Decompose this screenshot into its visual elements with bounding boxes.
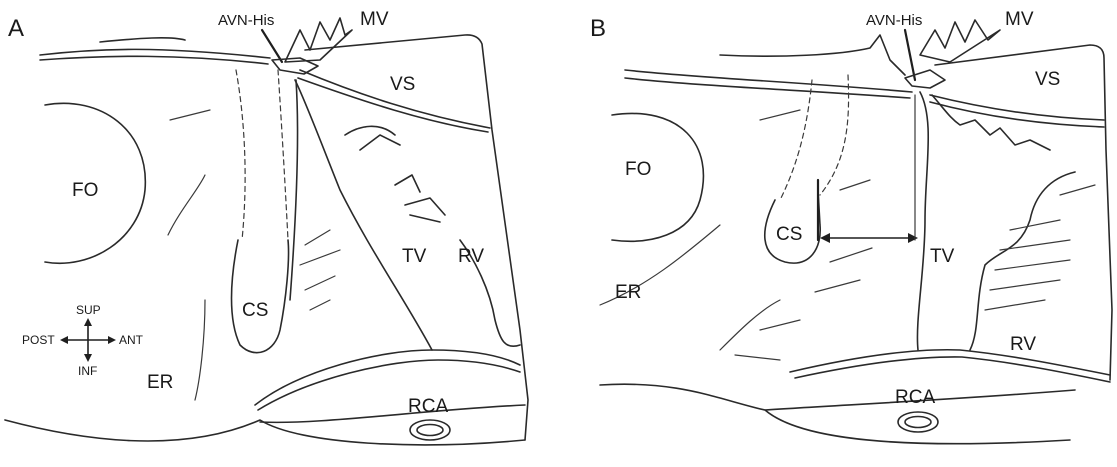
compass-label-ant: ANT: [119, 333, 144, 347]
panel-b-letter: B: [590, 15, 606, 42]
panel-a-top-wall-inner: [40, 56, 268, 64]
panel-a-rca-upper: [255, 350, 520, 405]
panel-a-label-er: ER: [147, 372, 173, 393]
panel-b-stroke-2: [840, 180, 870, 190]
panel-b-stroke-4: [815, 280, 860, 292]
panel-b-tv-fold: [932, 95, 1050, 150]
panel-b-bottom-edge: [600, 384, 1070, 444]
panel-b-stroke-5: [760, 320, 800, 330]
panel-b-avn-node: [905, 70, 945, 88]
compass-label-post: POST: [22, 333, 55, 347]
panel-a-label-rca: RCA: [408, 396, 448, 417]
compass-label-sup: SUP: [76, 303, 101, 317]
panel-a-tv-fold-5: [410, 215, 440, 222]
panel-b-rca-vessel-outer: [898, 412, 938, 432]
panel-b-stroke-6: [735, 355, 780, 360]
panel-b-label-vs: VS: [1035, 69, 1060, 90]
panel-b-stroke-3: [830, 248, 872, 262]
panel-a-stroke-3: [305, 230, 330, 245]
panel-b-label-cs: CS: [776, 224, 802, 245]
panel-a-label-mv: MV: [360, 9, 389, 30]
panel-b-avn-pointer: [905, 30, 915, 80]
panel-b: B: [590, 9, 1112, 444]
compass-left-arrowhead: [60, 336, 68, 344]
compass-up-arrowhead: [84, 318, 92, 326]
panel-a-stroke-4: [300, 250, 340, 265]
panel-a-letter: A: [8, 15, 24, 42]
panel-a-label-vs: VS: [390, 74, 415, 95]
panel-b-rca-upper: [790, 350, 1110, 375]
panel-b-arrowhead-right: [908, 233, 918, 243]
panel-b-rca-vessel-inner: [905, 417, 931, 428]
panel-a-tv-fold-1: [345, 126, 395, 135]
panel-a: A: [5, 9, 528, 445]
panel-b-rv-stroke-2: [1000, 240, 1070, 250]
compass-label-inf: INF: [78, 364, 97, 378]
panel-a-tv-fold-3: [395, 175, 420, 192]
panel-b-rv-stroke-6: [1060, 185, 1095, 195]
panel-b-stroke-1: [760, 110, 800, 120]
panel-b-label-mv: MV: [1005, 9, 1034, 30]
panel-b-tv-line: [917, 92, 928, 350]
panel-a-rca-upper-2: [258, 360, 520, 410]
panel-a-cs-outline: [232, 240, 289, 353]
panel-a-dashed-1: [236, 70, 245, 240]
panel-b-arrowhead-left: [820, 233, 830, 243]
panel-a-stroke-2: [168, 175, 205, 235]
panel-a-label-cs: CS: [242, 300, 268, 321]
panel-b-label-rv: RV: [1010, 334, 1036, 355]
panel-a-stroke-5: [305, 276, 335, 290]
compass-down-arrowhead: [84, 354, 92, 362]
panel-b-label-er: ER: [615, 282, 641, 303]
panel-a-label-tv: TV: [402, 246, 427, 267]
panel-b-vs-lower-2: [930, 102, 1104, 127]
panel-b-mv-leaflets: [920, 20, 1000, 62]
compass-right-arrowhead: [108, 336, 116, 344]
panel-a-dashed-2: [278, 70, 288, 240]
panel-a-label-avn-his: AVN-His: [218, 12, 274, 29]
panel-b-stroke-7: [720, 300, 780, 350]
panel-a-tv-fold-4: [405, 198, 445, 215]
panel-a-top-fold: [100, 38, 185, 42]
panel-a-label-fo: FO: [72, 180, 98, 201]
panel-a-label-rv: RV: [458, 246, 484, 267]
panel-a-rca-vessel-outer: [410, 420, 450, 440]
panel-a-tv-fold-2: [360, 135, 400, 150]
panel-b-dashed-1: [780, 80, 812, 200]
panel-b-right-wall: [935, 45, 1112, 380]
panel-b-rv-stroke-5: [985, 300, 1045, 310]
panel-a-orientation-compass: SUP INF POST ANT: [22, 303, 144, 378]
panel-b-top-fold: [720, 35, 905, 75]
panel-a-tendon: [290, 80, 298, 300]
panel-b-label-rca: RCA: [895, 387, 935, 408]
panel-a-stroke-1: [170, 110, 210, 120]
panel-a-mv-leaflets: [285, 18, 352, 62]
panel-a-rca-lower: [260, 405, 525, 422]
panel-b-vs-lower: [930, 95, 1104, 120]
panel-b-label-fo: FO: [625, 159, 651, 180]
panel-b-label-tv: TV: [930, 246, 955, 267]
panel-a-stroke-6: [310, 300, 330, 310]
panel-a-er-line: [195, 300, 205, 400]
panel-b-rv-stroke-4: [990, 280, 1060, 290]
panel-a-right-wall: [305, 35, 528, 440]
panel-b-rv-stroke-3: [995, 260, 1070, 270]
panel-a-rca-vessel-inner: [417, 425, 443, 436]
panel-b-rv-stroke-1: [1010, 220, 1060, 230]
panel-b-label-avn-his: AVN-His: [866, 12, 922, 29]
